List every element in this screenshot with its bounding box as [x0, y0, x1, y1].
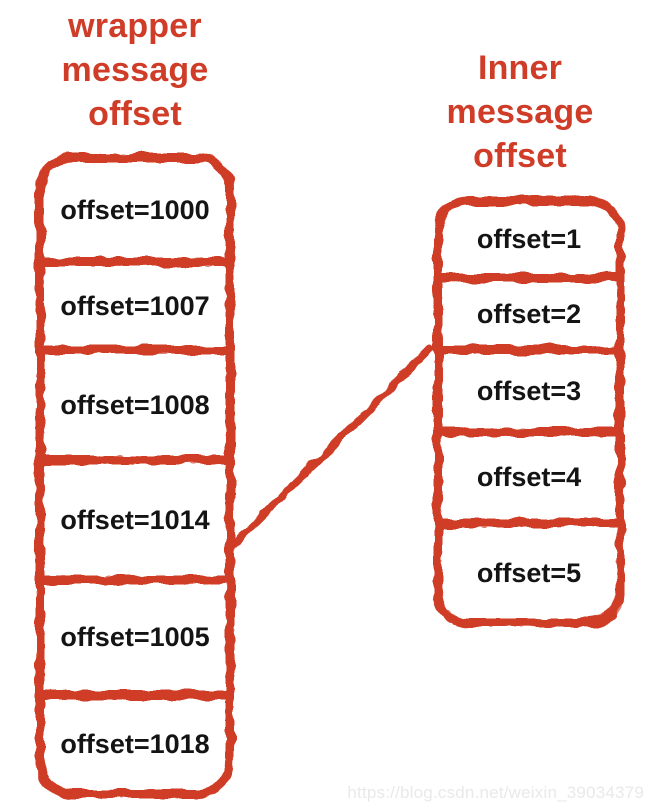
wrapper-offset-cell: offset=1018: [60, 729, 210, 759]
inner-offset-cell: offset=1: [476, 223, 582, 254]
inner-box-border-texture: [435, 198, 623, 626]
wrapper-offset-cell: offset=1008: [60, 389, 210, 420]
inner-offset-cell: offset=3: [476, 375, 582, 406]
inner-column-title: Inner message offset: [446, 49, 594, 175]
wrapper-box-border-texture: [37, 155, 233, 797]
connector-line: [226, 345, 434, 552]
wrapper-offset-cell: offset=1005: [60, 622, 210, 652]
wrapper-offset-cell: offset=1007: [60, 290, 210, 321]
inner-box-outline: [433, 196, 625, 628]
inner-offset-cell: offset=2: [476, 298, 582, 329]
wrapper-box-outline: [35, 153, 235, 799]
wrapper-offset-cell: offset=1000: [60, 194, 210, 225]
inner-offset-cell: offset=4: [476, 462, 582, 492]
watermark: https://blog.csdn.net/weixin_39034379: [347, 783, 644, 802]
connector-stroke: [226, 345, 434, 552]
wrapper-offset-cell: offset=1014: [60, 504, 210, 535]
inner-offset-cell: offset=5: [476, 557, 582, 588]
wrapper-column-title: wrapper message offset: [61, 7, 209, 133]
